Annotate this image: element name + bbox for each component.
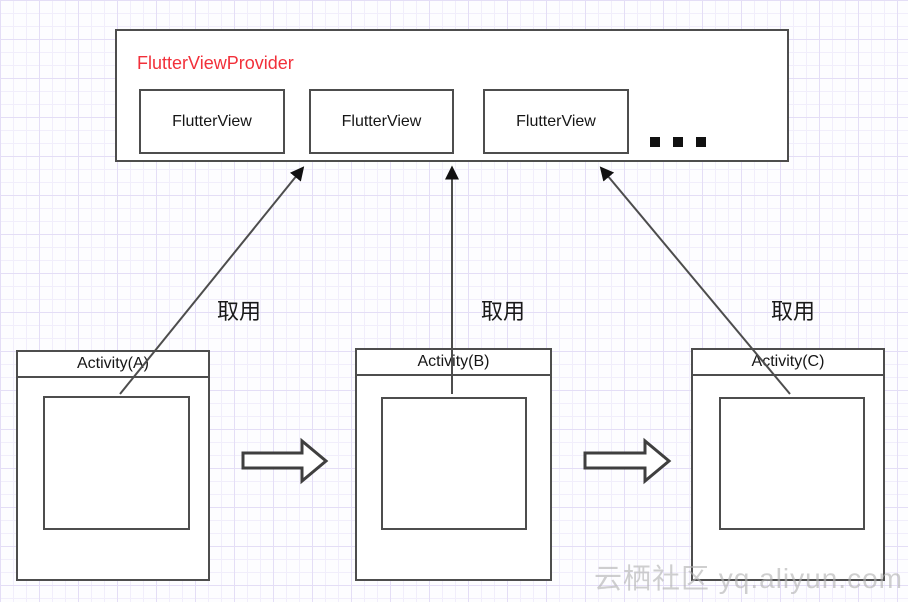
ellipsis-dot [673, 137, 683, 147]
activity-box-c: Activity(C) [691, 348, 885, 581]
flutterview-box-2: FlutterView [309, 89, 454, 154]
flutterview-box-3: FlutterView [483, 89, 629, 154]
activity-title-a: Activity(A) [18, 352, 208, 378]
block-arrow-a-to-b [241, 437, 329, 485]
flutterview-box-1: FlutterView [139, 89, 285, 154]
activity-box-a: Activity(A) [16, 350, 210, 581]
activity-box-b: Activity(B) [355, 348, 552, 581]
block-arrow-b-to-c [583, 437, 672, 485]
flutterview-label: FlutterView [172, 112, 252, 130]
arrow-label-c: 取用 [771, 299, 816, 324]
activity-content-rect-c [719, 397, 865, 530]
ellipsis-dot [696, 137, 706, 147]
activity-title-c: Activity(C) [693, 350, 883, 376]
provider-title: FlutterViewProvider [137, 53, 294, 73]
activity-content-rect-b [381, 397, 527, 530]
ellipsis-dot [650, 137, 660, 147]
arrow-label-b: 取用 [481, 299, 526, 324]
flutterview-label: FlutterView [516, 112, 596, 130]
flutterview-label: FlutterView [341, 112, 422, 130]
arrow-label-a: 取用 [217, 299, 262, 324]
flutterviewprovider-box: FlutterViewProvider FlutterView FlutterV… [115, 29, 789, 162]
watermark: 云栖社区 yq.aliyun.com [594, 563, 903, 594]
activity-content-rect-a [43, 396, 190, 530]
activity-title-b: Activity(B) [357, 350, 550, 376]
ellipsis-dots-icon [650, 137, 706, 147]
